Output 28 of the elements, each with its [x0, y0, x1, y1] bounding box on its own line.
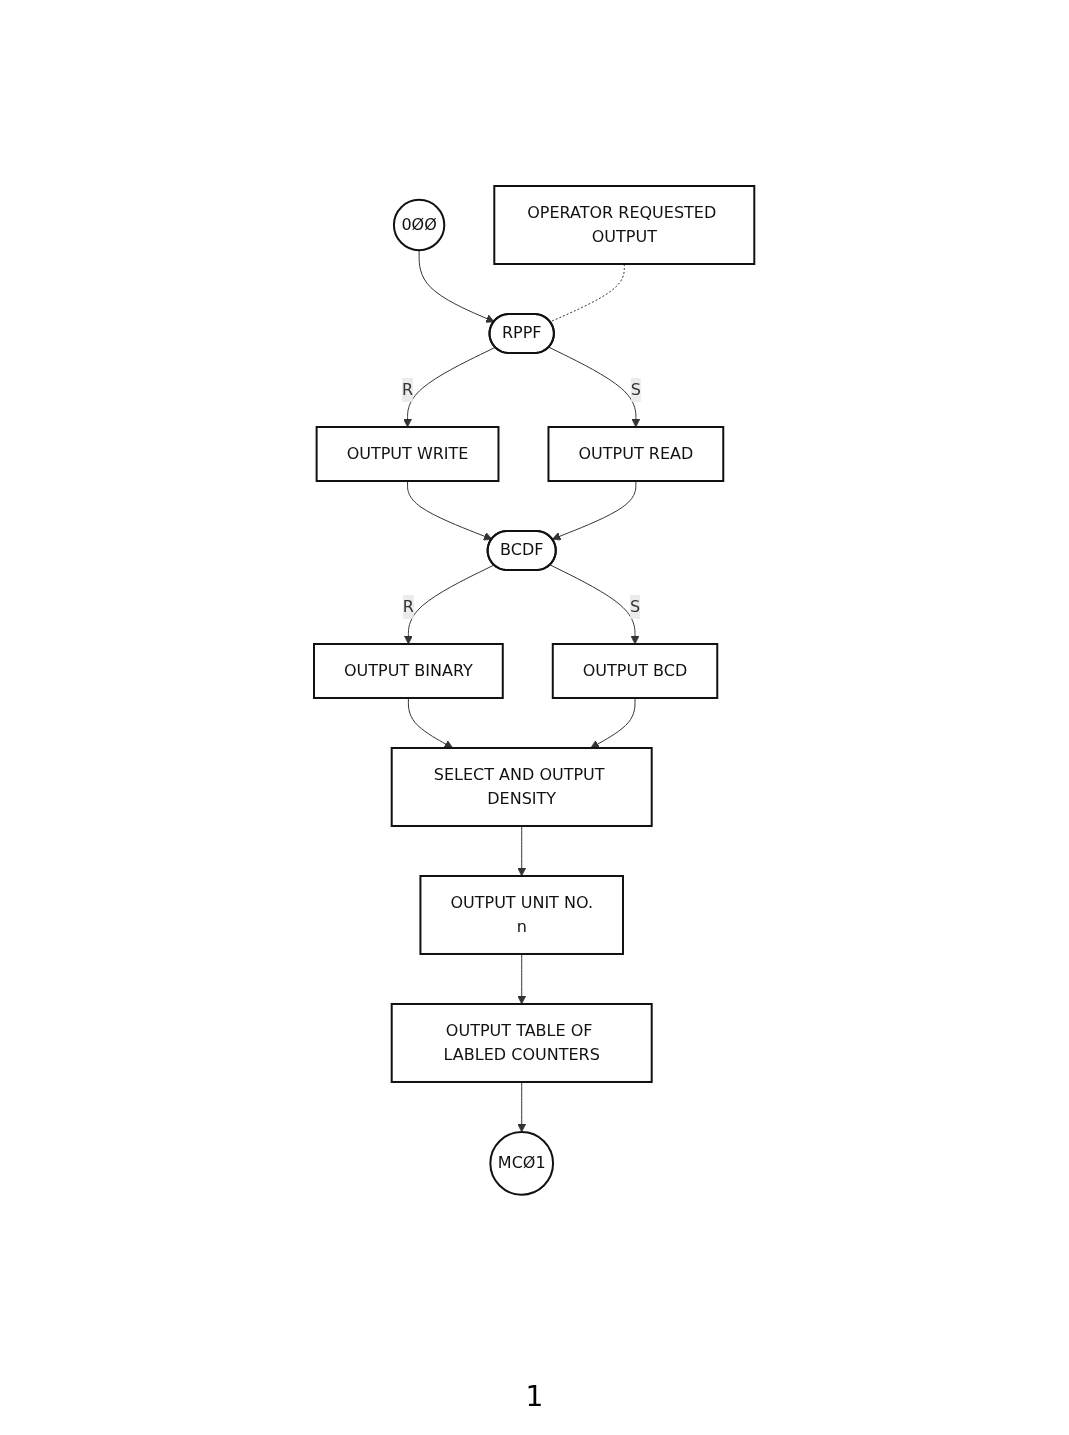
arrow [590, 697, 636, 748]
node-box: OUTPUT READ [547, 425, 725, 482]
arrow [550, 564, 640, 644]
node-box: OUTPUT WRITE [315, 425, 500, 482]
arrow [548, 346, 641, 427]
arrow [408, 697, 454, 748]
arrow [403, 346, 497, 427]
arrow [404, 564, 495, 644]
node-box: OUTPUT BCD [552, 642, 719, 699]
arrow [407, 480, 493, 541]
node-box: SELECT AND OUTPUT DENSITY [391, 746, 654, 827]
node-circle: 0ØØ [393, 198, 446, 251]
node-box: OUTPUT UNIT NO. n [419, 874, 625, 955]
edge-label: R [403, 596, 415, 616]
arrow [517, 1081, 527, 1132]
node-circle: MCØ1 [489, 1130, 555, 1196]
page-number: 1 [525, 1380, 544, 1413]
arrow [418, 249, 495, 323]
edge-label: S [630, 596, 641, 616]
arrow [517, 825, 527, 876]
edge-label: S [631, 379, 642, 399]
node-box: OUTPUT TABLE OF LABLED COUNTERS [391, 1002, 654, 1083]
node-box: OPERATOR REQUESTED OUTPUT [493, 184, 756, 265]
connector [550, 263, 626, 322]
edge-label: R [402, 379, 414, 399]
arrow [517, 953, 527, 1004]
node-box: OUTPUT BINARY [313, 642, 505, 699]
arrow [552, 480, 637, 541]
